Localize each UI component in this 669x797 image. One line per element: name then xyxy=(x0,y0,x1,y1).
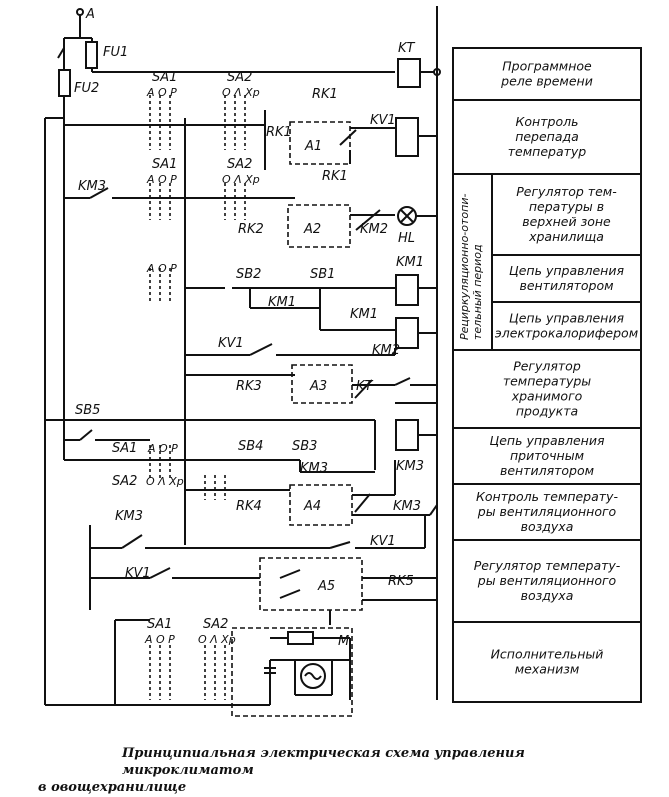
label-aop-4: A O P xyxy=(147,442,178,455)
label-rk3: RK3 xyxy=(236,379,262,394)
label-km3-coil: KM3 xyxy=(396,459,424,474)
label-a5: A5 xyxy=(317,579,335,594)
label-sa1-4: SA1 xyxy=(147,617,172,632)
label-olxp-3: O Λ Xp xyxy=(146,475,184,488)
label-sa2-1: SA2 xyxy=(227,70,252,85)
label-km1-contact-1: KM1 xyxy=(268,295,296,310)
label-rk4: RK4 xyxy=(236,499,262,514)
label-kv1-coil: KV1 xyxy=(370,113,396,128)
label-km3-3: KM3 xyxy=(393,499,421,514)
label-aop-5: A O P xyxy=(144,633,175,646)
label-olxp-4: O Λ Xp xyxy=(198,633,236,646)
label-sa2-4: SA2 xyxy=(203,617,228,632)
label-a: A xyxy=(85,7,95,22)
label-km2-coil: KM2 xyxy=(372,343,400,358)
wiring xyxy=(44,6,441,717)
label-sa2-2: SA2 xyxy=(227,157,252,172)
label-sa1-2: SA1 xyxy=(152,157,177,172)
label-rk1-left: RK1 xyxy=(266,125,292,140)
label-m: M xyxy=(338,634,349,649)
label-km3-1: KM3 xyxy=(78,179,106,194)
label-sb5: SB5 xyxy=(75,403,100,418)
label-kt-contact: KT xyxy=(356,379,374,394)
label-rk1-bottom: RK1 xyxy=(322,169,348,184)
label-a2: A2 xyxy=(303,222,321,237)
label-kv1-contact-1: KV1 xyxy=(218,336,244,351)
label-rk2: RK2 xyxy=(238,222,264,237)
label-a4: A4 xyxy=(303,499,321,514)
label-km1-coil: KM1 xyxy=(396,255,424,270)
label-rk1-top: RK1 xyxy=(312,87,338,102)
label-km3-2: KM3 xyxy=(300,461,328,476)
label-a1: A1 xyxy=(304,139,322,154)
label-km1-contact-2: KM1 xyxy=(350,307,378,322)
label-kt: KT xyxy=(398,41,416,56)
label-aop-1: A O P xyxy=(146,86,177,99)
label-fu2: FU2 xyxy=(74,81,99,96)
figure-caption: Принципиальная электрическая схема управ… xyxy=(38,745,648,796)
label-kv1-contact-2: KV1 xyxy=(370,534,396,549)
label-olxp-2: O Λ Xp xyxy=(222,173,260,186)
label-sb2: SB2 xyxy=(236,267,261,282)
label-sa1-3: SA1 xyxy=(112,441,137,456)
label-sb1: SB1 xyxy=(310,267,335,282)
label-sa2-3: SA2 xyxy=(112,474,137,489)
label-km2-contact: KM2 xyxy=(360,222,388,237)
label-kv1-contact-3: KV1 xyxy=(125,566,151,581)
legend-group-label: Рециркуляционно-отопи-тельный период xyxy=(458,194,484,340)
label-aop-3: A O P xyxy=(146,262,177,275)
caption-line-2: в овощехранилище xyxy=(38,780,187,795)
label-sa1-1: SA1 xyxy=(152,70,177,85)
label-rk5: RK5 xyxy=(388,574,414,589)
caption-line-1: Принципиальная электрическая схема управ… xyxy=(122,746,525,778)
label-sb3: SB3 xyxy=(292,439,317,454)
label-aop-2: A O P xyxy=(146,173,177,186)
label-olxp-1: O Λ Xp xyxy=(222,86,260,99)
label-sb4: SB4 xyxy=(238,439,263,454)
label-fu1: FU1 xyxy=(103,45,128,60)
label-km3-4: KM3 xyxy=(115,509,143,524)
legend-table xyxy=(452,47,642,703)
label-a3: A3 xyxy=(309,379,327,394)
label-hl: HL xyxy=(398,231,415,246)
